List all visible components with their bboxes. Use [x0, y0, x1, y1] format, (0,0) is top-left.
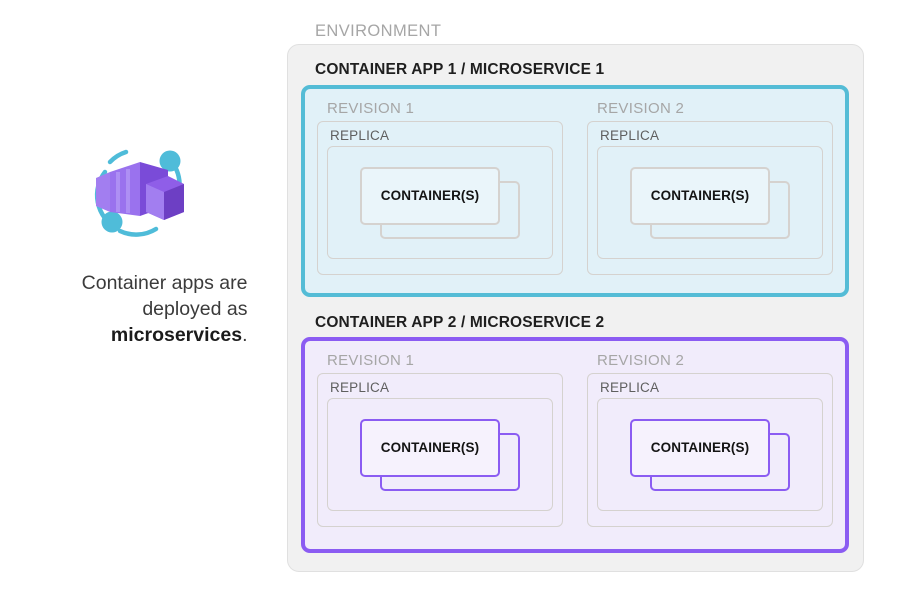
replica-label: REPLICA [600, 128, 660, 143]
container-stack: CONTAINER(S) [630, 418, 790, 491]
caption-period: . [242, 324, 248, 346]
app2-revision-1: REVISION 1 REPLICA CONTAINER(S) [305, 341, 575, 549]
replica-inner-box: CONTAINER(S) [597, 398, 823, 511]
replica-box: REPLICA CONTAINER(S) [317, 121, 563, 275]
replica-inner-box: CONTAINER(S) [597, 146, 823, 259]
app1-revision-1: REVISION 1 REPLICA CONTAINER(S) [305, 89, 575, 293]
container-box-front: CONTAINER(S) [630, 166, 770, 225]
revision-label: REVISION 1 [327, 100, 415, 117]
replica-box: REPLICA CONTAINER(S) [587, 121, 833, 275]
caption-emphasis: microservices [110, 324, 243, 346]
replica-label: REPLICA [330, 128, 390, 143]
container-stack: CONTAINER(S) [360, 418, 520, 491]
container-app-2-title: CONTAINER APP 2 / MICROSERVICE 2 [315, 314, 605, 331]
explainer-caption: Container apps are deployed as microserv… [33, 270, 248, 348]
container-app-2-panel: REVISION 1 REPLICA CONTAINER(S) REVISION… [301, 337, 849, 553]
container-box-front: CONTAINER(S) [630, 418, 770, 477]
replica-box: REPLICA CONTAINER(S) [317, 373, 563, 527]
environment-label: ENVIRONMENT [315, 22, 442, 40]
container-app-1-panel: REVISION 1 REPLICA CONTAINER(S) REVISION… [301, 85, 849, 297]
replica-box: REPLICA CONTAINER(S) [587, 373, 833, 527]
container-app-1-title: CONTAINER APP 1 / MICROSERVICE 1 [315, 61, 605, 78]
replica-inner-box: CONTAINER(S) [327, 146, 553, 259]
revision-label: REVISION 1 [327, 352, 415, 369]
replica-label: REPLICA [330, 380, 390, 395]
container-box-front: CONTAINER(S) [360, 166, 500, 225]
container-stack: CONTAINER(S) [360, 166, 520, 239]
app1-revision-2: REVISION 2 REPLICA CONTAINER(S) [575, 89, 845, 293]
replica-label: REPLICA [600, 380, 660, 395]
container-box-front: CONTAINER(S) [360, 418, 500, 477]
revision-label: REVISION 2 [597, 100, 685, 117]
app2-revision-2: REVISION 2 REPLICA CONTAINER(S) [575, 341, 845, 549]
azure-container-apps-icon [94, 149, 184, 237]
caption-line-1: Container apps are [81, 272, 248, 294]
revision-label: REVISION 2 [597, 352, 685, 369]
replica-inner-box: CONTAINER(S) [327, 398, 553, 511]
explainer-panel: Container apps are deployed as microserv… [30, 140, 250, 348]
container-stack: CONTAINER(S) [630, 166, 790, 239]
caption-line-2: deployed as [142, 298, 248, 320]
